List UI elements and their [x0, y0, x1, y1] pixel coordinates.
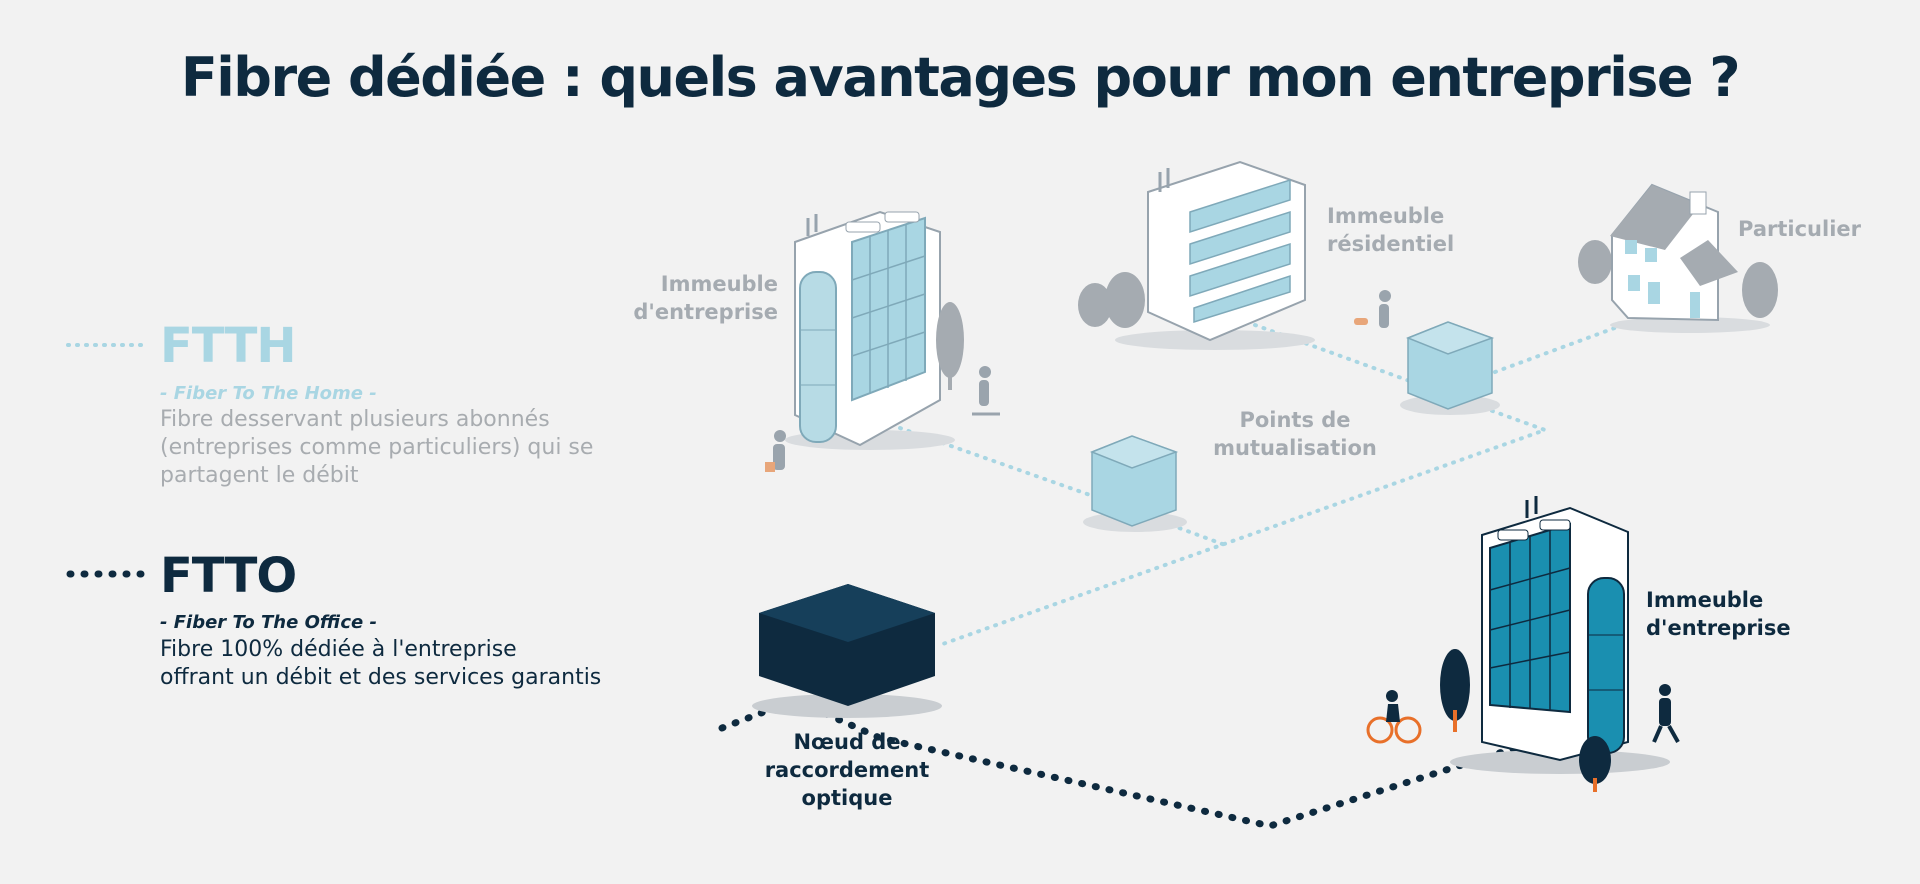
ftth-legend-description: Fibre desservant plusieurs abonnés (entr…: [160, 407, 594, 488]
page-title: Fibre dédiée : quels avantages pour mon …: [180, 46, 1741, 109]
mutualisation-box-icon: [1400, 321, 1500, 415]
mutualisation-box-icon: [1083, 435, 1187, 532]
ftto-legend-description: Fibre 100% dédiée à l'entreprise offrant…: [160, 637, 602, 690]
scooter-icon: [972, 366, 1000, 416]
tree-icon: [1440, 649, 1611, 792]
tree-icon: [936, 240, 1778, 390]
ftth-legend-title: FTTH: [160, 318, 297, 374]
house-icon: [1610, 183, 1770, 333]
residential-building-icon: [1115, 160, 1315, 350]
cyclist-icon: [1366, 690, 1422, 744]
ftto-legend-subtitle: - Fiber To The Office -: [160, 612, 377, 633]
dog-walker-icon: [1354, 290, 1391, 328]
office-building-right-icon: [1450, 496, 1670, 774]
optical-node-box-icon: [752, 584, 942, 718]
ftth-legend-subtitle: - Fiber To The Home -: [160, 383, 377, 404]
office-building-left-icon: [785, 210, 955, 450]
ftto-network-line: [718, 696, 1519, 830]
pedestrian-icon: [765, 430, 786, 472]
ftto-legend-title: FTTO: [160, 548, 297, 604]
pedestrian-icon: [1652, 684, 1680, 743]
individual-label: Particulier: [1738, 217, 1861, 241]
